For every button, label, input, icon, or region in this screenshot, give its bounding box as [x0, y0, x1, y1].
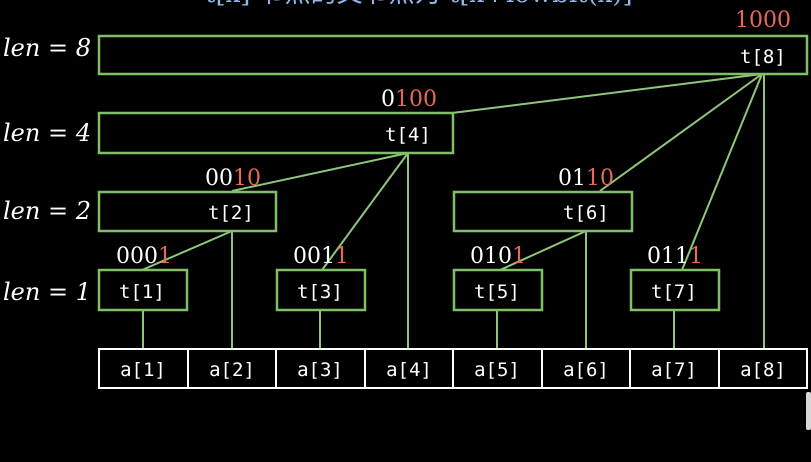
binary-labels: 1000 0100 0010 0110 0001 0011 0101 0111	[116, 8, 791, 269]
tree-node-boxes	[97, 34, 809, 312]
tree-edges	[141, 73, 765, 348]
level-label-4: len = 4	[3, 119, 91, 147]
array-cell-5	[452, 348, 543, 389]
binary-lowbit-t2: 10	[233, 166, 261, 191]
node-box-t5	[452, 268, 544, 312]
array-cell-4	[364, 348, 454, 389]
level-label-8: len = 8	[3, 34, 91, 62]
binary-lowbit-t6: 10	[586, 166, 614, 191]
binary-label-t8: 1000	[735, 8, 791, 33]
node-box-t7	[629, 268, 721, 312]
array-cell-labels: a[1] a[2] a[3] a[4] a[5] a[6] a[7] a[8]	[120, 359, 786, 381]
binary-prefix-t2: 00	[205, 166, 233, 191]
node-label-t6: t[6]	[563, 202, 609, 224]
array-label-5: a[5]	[474, 359, 520, 381]
array-label-3: a[3]	[297, 359, 343, 381]
binary-label-t3: 0011	[293, 244, 349, 269]
node-box-t2	[97, 190, 278, 233]
binary-prefix-t1: 000	[116, 244, 158, 269]
node-label-t5: t[5]	[474, 281, 520, 303]
binary-prefix-t3: 001	[293, 244, 335, 269]
header-caption: t[x] 节点的父节点为 t[x+lowbit(x)]	[205, 0, 633, 9]
binary-label-t6: 0110	[558, 166, 614, 191]
array-label-7: a[7]	[651, 359, 697, 381]
node-label-t3: t[3]	[297, 281, 343, 303]
binary-label-t5: 0101	[470, 244, 526, 269]
edge-t7-t8	[681, 73, 763, 271]
binary-prefix-t4: 0	[381, 87, 395, 112]
node-box-t8	[97, 34, 809, 76]
binary-lowbit-t7: 1	[689, 244, 703, 269]
binary-lowbit-t5: 1	[512, 244, 526, 269]
edge-t2-t4	[231, 152, 409, 192]
binary-prefix-t6: 01	[558, 166, 586, 191]
array-label-1: a[1]	[120, 359, 166, 381]
node-box-t3	[275, 268, 367, 312]
binary-label-t4: 0100	[381, 87, 437, 112]
node-label-t1: t[1]	[119, 281, 165, 303]
array-cell-8	[718, 348, 808, 389]
array-cells	[98, 348, 808, 389]
edge-t6-t8	[599, 73, 763, 192]
node-label-t8: t[8]	[740, 46, 786, 68]
array-cell-7	[629, 348, 720, 389]
edge-t1-t2	[141, 230, 233, 271]
binary-prefix-t7: 011	[647, 244, 689, 269]
array-cell-1	[98, 348, 189, 389]
binary-label-t7: 0111	[647, 244, 703, 269]
binary-lowbit-t1: 1	[158, 244, 172, 269]
binary-lowbit-t3: 1	[335, 244, 349, 269]
level-labels: len = 8 len = 4 len = 2 len = 1	[3, 34, 91, 306]
tree-node-labels: t[8] t[4] t[2] t[6] t[1] t[3] t[5] t[7]	[119, 46, 786, 303]
edge-t3-t4	[321, 152, 409, 271]
node-label-t4: t[4]	[385, 124, 431, 146]
edge-t5-t6	[499, 230, 587, 271]
node-box-t4	[97, 111, 455, 155]
edge-t4-t8	[451, 73, 763, 114]
node-box-t6	[452, 190, 634, 233]
node-box-t1	[97, 268, 189, 312]
scrollbar-thumb[interactable]	[806, 392, 811, 430]
node-label-t7: t[7]	[651, 281, 697, 303]
level-label-2: len = 2	[3, 197, 91, 225]
binary-lowbit-t4: 100	[395, 87, 437, 112]
binary-lowbit-t8: 1000	[735, 8, 791, 33]
array-cell-6	[541, 348, 631, 389]
array-label-8: a[8]	[740, 359, 786, 381]
level-label-1: len = 1	[3, 278, 91, 306]
binary-label-t2: 0010	[205, 166, 261, 191]
array-label-4: a[4]	[386, 359, 432, 381]
node-label-t2: t[2]	[208, 202, 254, 224]
array-cell-2	[187, 348, 277, 389]
array-label-6: a[6]	[563, 359, 609, 381]
array-label-2: a[2]	[209, 359, 255, 381]
binary-prefix-t5: 010	[470, 244, 512, 269]
binary-label-t1: 0001	[116, 244, 172, 269]
